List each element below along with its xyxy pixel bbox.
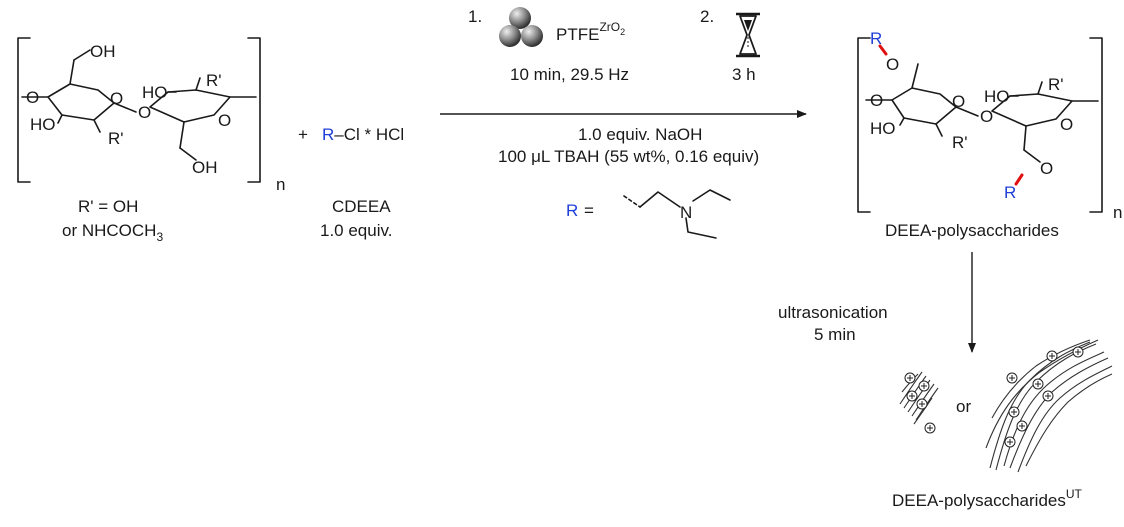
reactant-structure: OH O O HO R' O HO R' O OH n R' = OH or N… bbox=[17, 37, 285, 244]
reagent-formula: R–Cl * HCl bbox=[322, 125, 404, 144]
diethylaminoethyl-structure bbox=[623, 189, 731, 239]
reactant-oh-bottom: OH bbox=[192, 158, 218, 177]
reactant-legend-line2: or NHCOCH3 bbox=[62, 221, 163, 244]
product-subscript-n: n bbox=[1113, 203, 1122, 222]
reactant-ring-right bbox=[149, 77, 257, 161]
r-definition-n: N bbox=[680, 203, 692, 222]
reagent-name: CDEEA bbox=[332, 197, 391, 216]
product-ring-o1: O bbox=[952, 92, 965, 111]
reactant-ring-left bbox=[21, 49, 137, 133]
reagent-group: + R–Cl * HCl CDEEA 1.0 equiv. bbox=[298, 125, 404, 240]
reactant-r-prime-1: R' bbox=[108, 129, 124, 148]
product-ring-right bbox=[991, 81, 1099, 163]
product-r-prime-2: R' bbox=[1048, 75, 1064, 94]
r-definition-label: R bbox=[566, 201, 578, 220]
product-ring-o2: O bbox=[1060, 115, 1073, 134]
step1-material: PTFEZrO2 bbox=[556, 20, 625, 44]
product-structure: R O O O HO R' O HO R' O O R n DEEA-polys… bbox=[857, 29, 1122, 240]
step1-number: 1. bbox=[468, 7, 482, 26]
product-r-top: R bbox=[870, 29, 882, 48]
product-r-bottom: R bbox=[1004, 183, 1016, 202]
reactant-ho-left: HO bbox=[30, 115, 56, 134]
step2-time: 3 h bbox=[732, 65, 756, 84]
reactant-ring-o2: O bbox=[218, 111, 231, 130]
reactant-ho-right: HO bbox=[142, 83, 168, 102]
product-name: DEEA-polysaccharides bbox=[885, 221, 1059, 240]
step1-params: 10 min, 29.5 Hz bbox=[510, 65, 629, 84]
reactant-o-link: O bbox=[138, 103, 151, 122]
final-product-name: DEEA-polysaccharidesUT bbox=[892, 487, 1083, 510]
reactant-legend-line1: R' = OH bbox=[78, 197, 138, 216]
hourglass-icon bbox=[736, 12, 760, 58]
or-label: or bbox=[956, 397, 971, 416]
positive-charges-small bbox=[904, 372, 936, 434]
reactant-subscript-n: n bbox=[276, 175, 285, 194]
base-conditions: 1.0 equiv. NaOH bbox=[578, 125, 702, 144]
reactant-ring-o1: O bbox=[110, 89, 123, 108]
catalyst-conditions: 100 μL TBAH (55 wt%, 0.16 equiv) bbox=[498, 147, 759, 166]
reagent-amount: 1.0 equiv. bbox=[320, 221, 392, 240]
reactant-oh-top: OH bbox=[90, 42, 116, 61]
reactant-brackets bbox=[17, 37, 261, 183]
product-o-link: O bbox=[980, 107, 993, 126]
product-brackets bbox=[857, 37, 1103, 213]
product-o-top: O bbox=[886, 55, 899, 74]
positive-charges-large bbox=[1004, 346, 1084, 448]
r-definition-equals: = bbox=[584, 201, 594, 220]
reactant-o-left: O bbox=[26, 88, 39, 107]
reactant-r-prime-2: R' bbox=[206, 71, 222, 90]
conditions-group: 1. PTFEZrO2 10 min, 29.5 Hz 2. 3 h 1.0 e… bbox=[468, 7, 760, 239]
milling-balls-icon bbox=[499, 7, 543, 47]
product-r-prime-1: R' bbox=[952, 133, 968, 152]
treatment-line2: 5 min bbox=[814, 325, 856, 344]
product-o-left: O bbox=[870, 91, 883, 110]
product-ho-left: HO bbox=[870, 119, 896, 138]
plus-sign: + bbox=[298, 125, 308, 144]
product-ho-right: HO bbox=[984, 87, 1010, 106]
step2-number: 2. bbox=[700, 7, 714, 26]
product-o-bottom: O bbox=[1040, 159, 1053, 178]
product-ring-left bbox=[865, 63, 979, 137]
new-ether-bonds bbox=[878, 44, 1024, 186]
treatment-line1: ultrasonication bbox=[778, 303, 888, 322]
